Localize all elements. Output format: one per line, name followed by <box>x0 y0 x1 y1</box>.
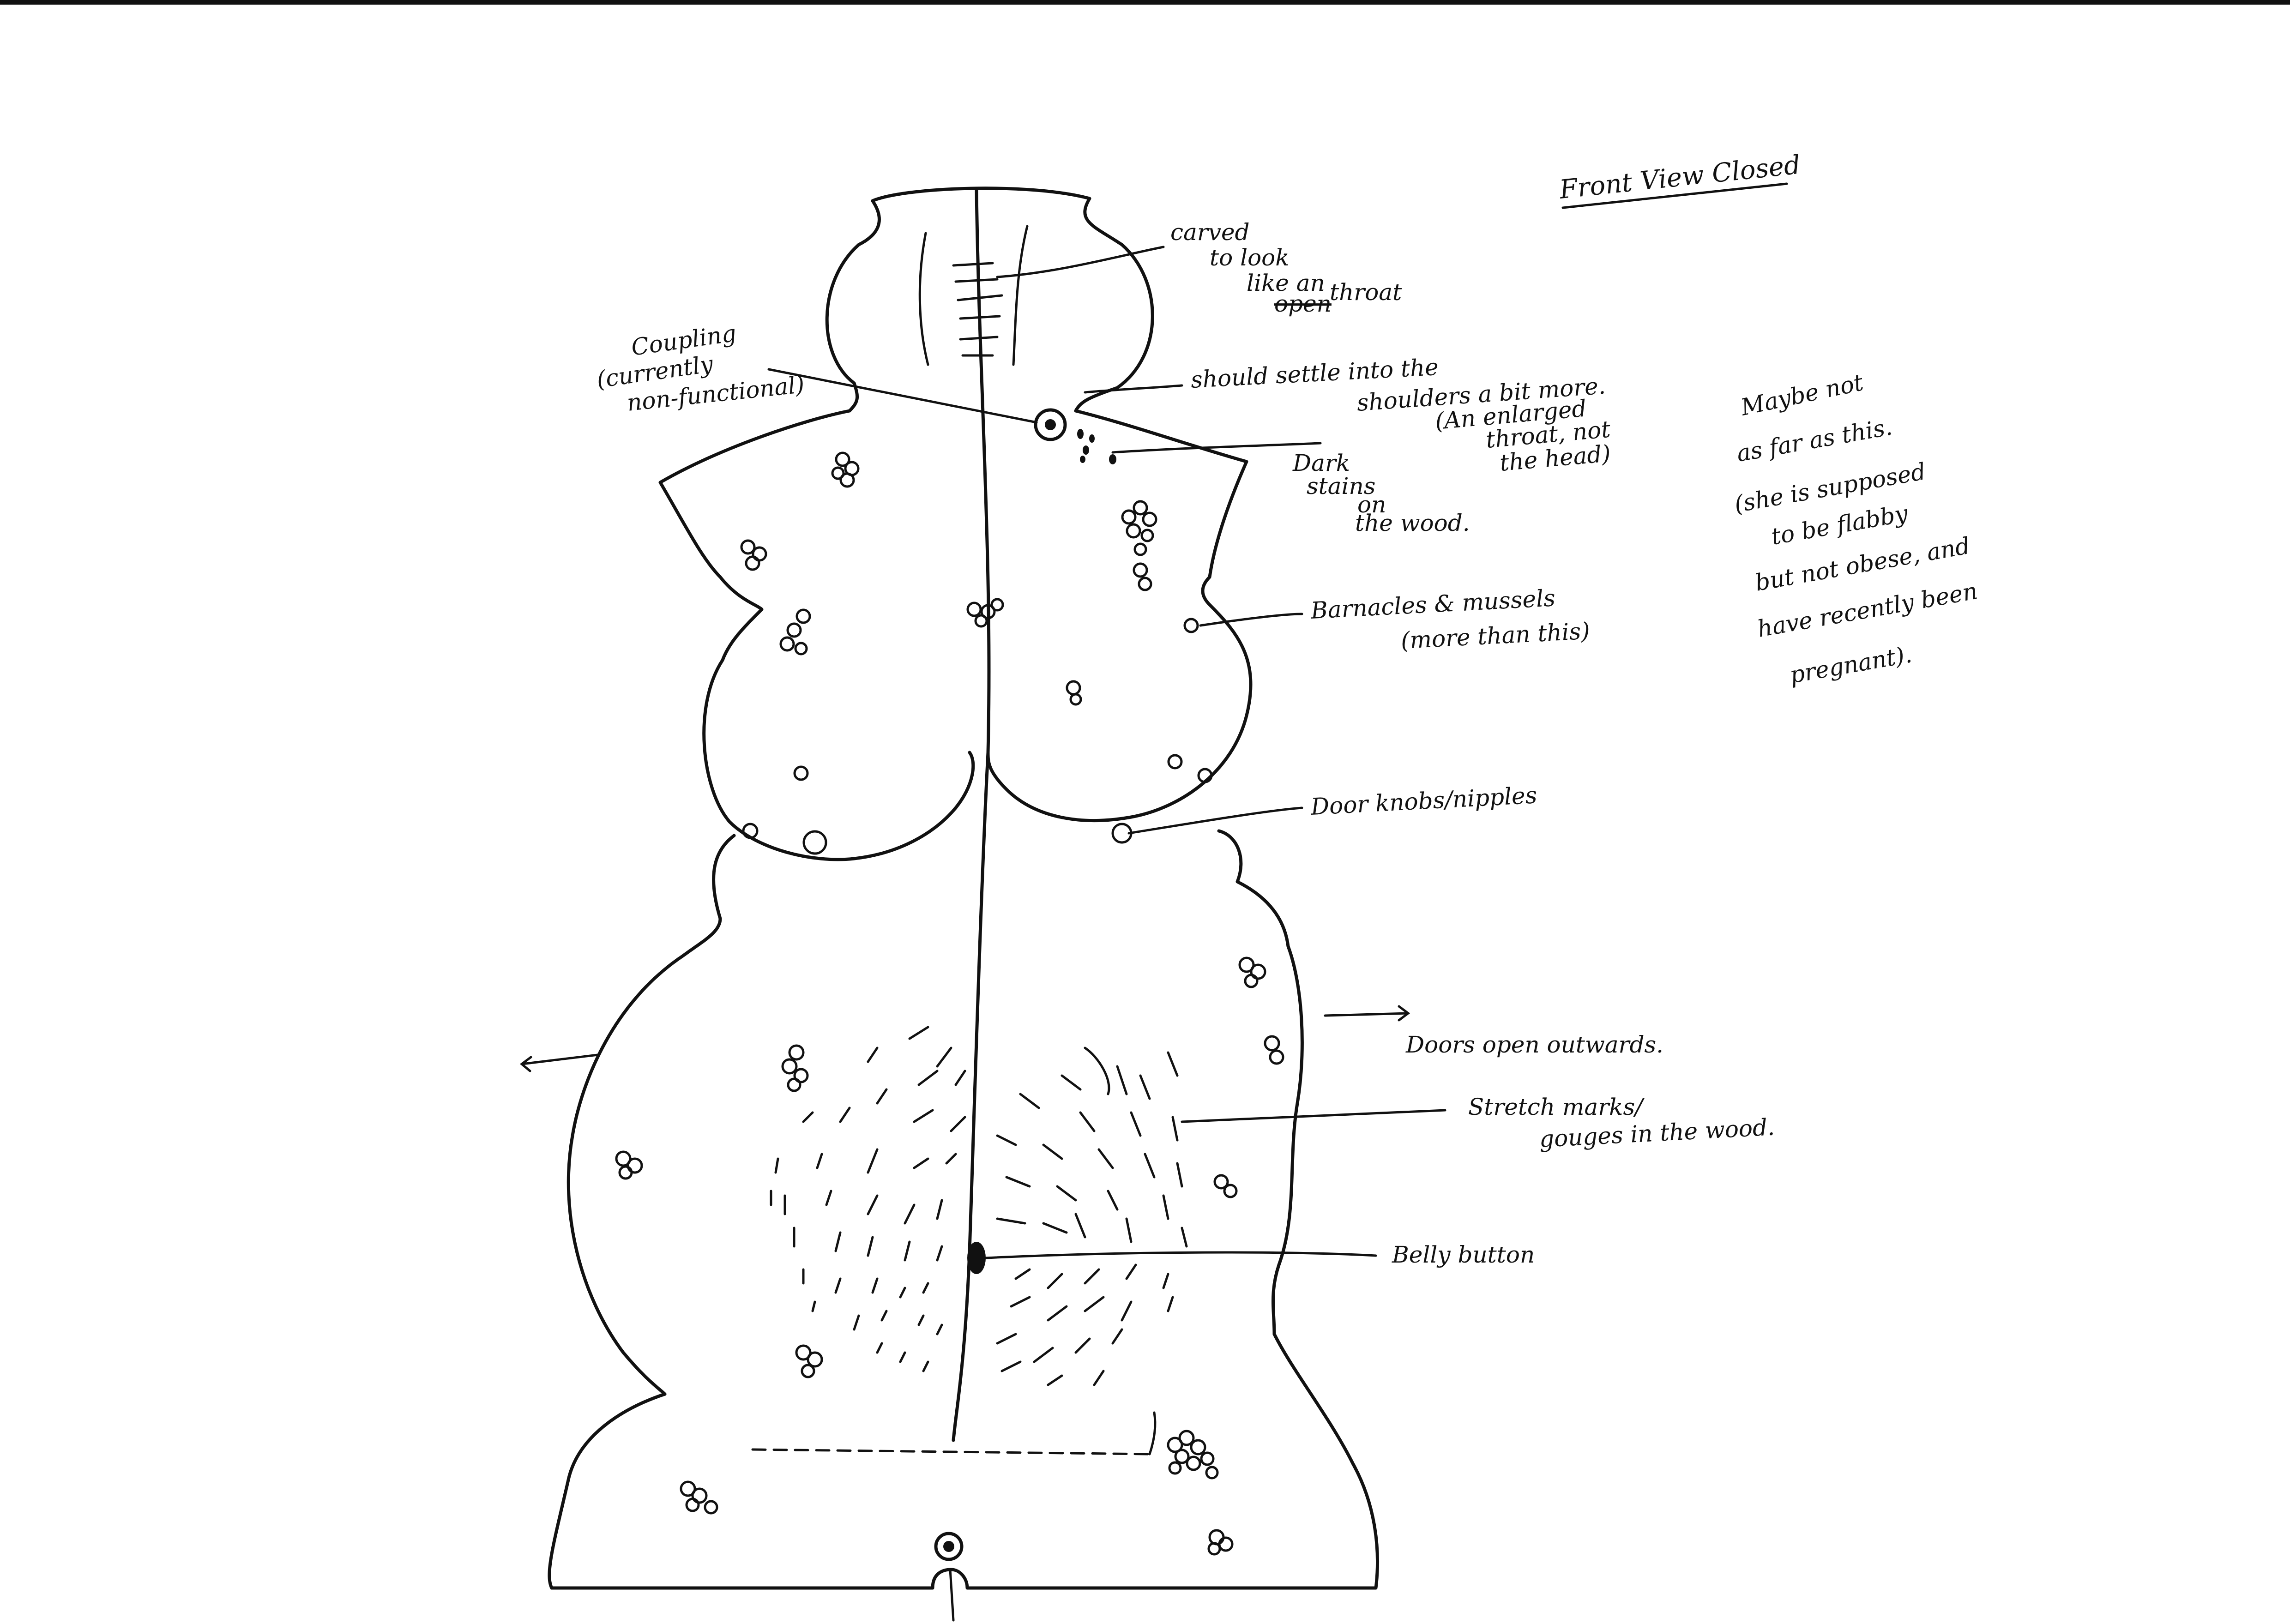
barnacle-cluster <box>831 451 860 488</box>
leader-coupling <box>767 368 1038 424</box>
lower-door-knob-center <box>943 1541 954 1552</box>
svg-text:stains: stains <box>1307 473 1375 499</box>
leader-knobs <box>1127 806 1303 835</box>
torso-right-outline <box>986 409 1253 822</box>
svg-text:open: open <box>1274 290 1332 317</box>
barnacle-cluster <box>1264 1035 1284 1065</box>
svg-text:Dark: Dark <box>1292 450 1350 476</box>
svg-text:(more than this): (more than this) <box>1400 618 1591 654</box>
svg-text:like an: like an <box>1247 270 1325 296</box>
barnacle-cluster <box>740 539 767 571</box>
stain-mark <box>1077 429 1084 439</box>
label-belly-button: Belly button <box>1392 1241 1535 1268</box>
label-door-knobs: Door knobs/nipples <box>1310 782 1538 820</box>
barnacle-cluster <box>1183 618 1199 633</box>
svg-text:Maybe not: Maybe not <box>1738 369 1866 421</box>
throat-ridge <box>959 336 999 341</box>
svg-text:the wood.: the wood. <box>1355 510 1470 536</box>
leader-settle <box>1084 384 1183 394</box>
leader-carved-throat <box>996 246 1165 278</box>
throat-ridge <box>954 278 999 283</box>
barnacle-cluster <box>1167 754 1213 783</box>
label-doors-open: Doors open outwards. <box>1405 1031 1663 1058</box>
leader-stretch <box>1181 1109 1446 1123</box>
center-seam-line <box>952 187 991 1442</box>
coupling-center <box>1045 419 1056 430</box>
throat-ridge <box>959 315 1001 320</box>
barnacle-cluster <box>795 1344 823 1378</box>
bottom-pin-line <box>949 1568 955 1622</box>
door-knob-left <box>802 830 827 855</box>
svg-text:as far as this.: as far as this. <box>1735 414 1894 467</box>
barnacle-cluster <box>1213 1174 1238 1198</box>
label-carved-throat: carved to look like an open throat <box>1170 219 1402 317</box>
label-settle: should settle into the shoulders a bit m… <box>1190 354 1612 476</box>
svg-text:to look: to look <box>1210 244 1290 271</box>
leader-stains <box>1111 442 1322 454</box>
stain-mark <box>1089 434 1095 443</box>
leader-barnacles <box>1199 613 1303 627</box>
figure-sketch: Front View Closed <box>519 150 1979 1622</box>
barnacle-cluster <box>742 765 809 839</box>
throat-carving-right <box>1012 225 1029 366</box>
door-right-arrow <box>1324 1005 1410 1022</box>
svg-text:pregnant).: pregnant). <box>1788 641 1914 689</box>
belly-right-outline <box>1217 829 1304 1336</box>
barnacle-cluster <box>615 1150 643 1180</box>
barnacle-cluster <box>1066 680 1082 706</box>
coupling-ring <box>1034 408 1067 441</box>
title-text: Front View Closed <box>1558 150 1802 205</box>
barnacle-cluster <box>1133 562 1152 591</box>
head-outline-left <box>825 199 881 413</box>
lower-door-knob <box>934 1532 964 1561</box>
torso-left-outline <box>658 409 975 861</box>
svg-text:carved: carved <box>1170 219 1250 246</box>
throat-carving-left <box>918 232 929 366</box>
barnacle-cluster <box>1238 956 1266 988</box>
stretch-marks <box>770 1026 1188 1386</box>
barnacle-cluster <box>1121 500 1157 556</box>
throat-ridge <box>957 294 1003 301</box>
door-left-arrow <box>519 1053 599 1072</box>
throat-ridge <box>952 262 994 267</box>
stain-mark <box>1083 445 1089 455</box>
barnacle-cluster <box>779 608 811 656</box>
stain-mark <box>1109 454 1116 464</box>
label-dark-stains: Dark stains on the wood. <box>1292 450 1470 536</box>
barnacle-cluster <box>680 1480 718 1515</box>
label-stretch-marks: Stretch marks/ gouges in the wood. <box>1468 1094 1775 1153</box>
barnacle-cluster <box>1207 1529 1234 1556</box>
svg-text:Stretch marks/: Stretch marks/ <box>1468 1094 1645 1120</box>
svg-text:throat: throat <box>1330 279 1402 306</box>
belly-left-outline <box>566 834 736 1396</box>
hip-dashed-line <box>751 1448 1151 1456</box>
barnacle-cluster <box>1167 1430 1219 1480</box>
svg-text:on: on <box>1357 491 1386 518</box>
hip-tick <box>1148 1411 1157 1456</box>
svg-text:Barnacles & mussels: Barnacles & mussels <box>1310 584 1556 624</box>
belly-button <box>967 1242 986 1274</box>
stain-mark <box>1080 456 1085 463</box>
title-underline <box>1561 182 1788 209</box>
leader-belly <box>984 1251 1377 1259</box>
barnacle-cluster <box>781 1044 809 1092</box>
barnacle-cluster <box>966 598 1004 628</box>
head-outline <box>871 186 1154 413</box>
base-outline <box>548 1332 1379 1590</box>
label-coupling: Coupling (currently non-functional) <box>595 320 806 416</box>
label-barnacles: Barnacles & mussels (more than this) <box>1310 584 1591 654</box>
label-maybe-not: Maybe not as far as this. (she is suppos… <box>1732 369 1979 689</box>
